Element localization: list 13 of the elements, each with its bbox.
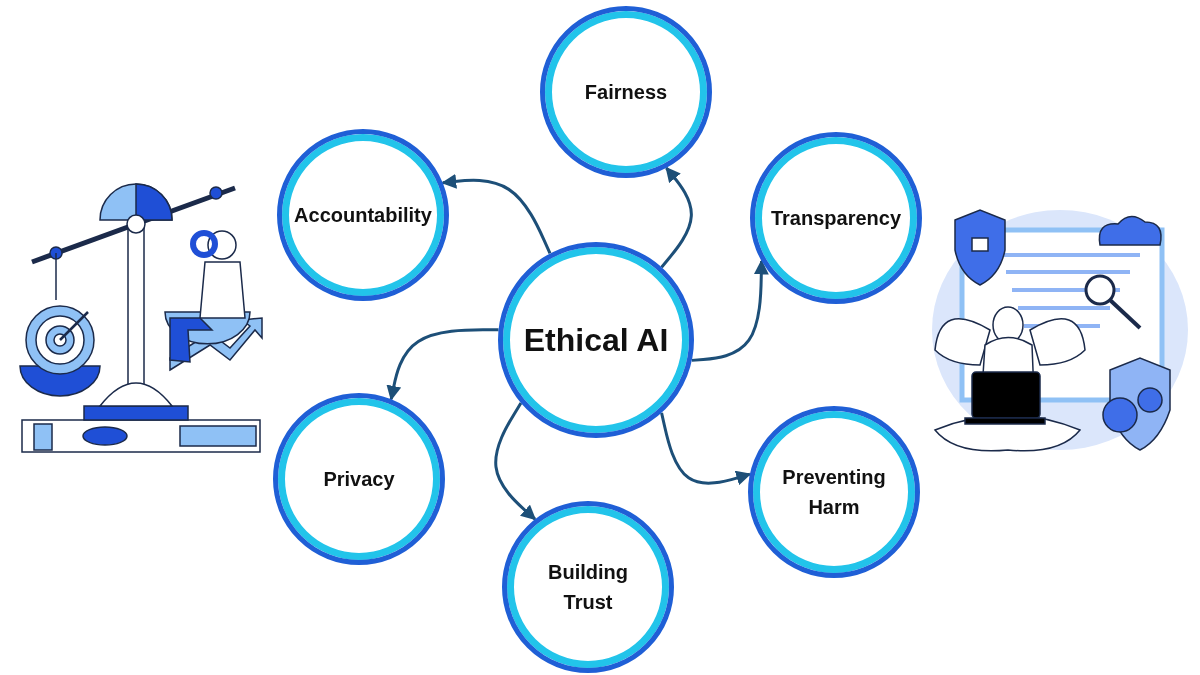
curved-arrow — [660, 166, 693, 269]
curved-arrow — [494, 402, 537, 521]
topic-label: Fairness — [583, 80, 669, 105]
curved-arrow — [386, 328, 499, 401]
curved-arrow — [441, 173, 552, 255]
topic-label: Preventing Harm — [781, 465, 887, 520]
topic-label: Privacy — [322, 467, 396, 492]
central-label: Ethical AI — [522, 321, 670, 360]
curved-arrow — [660, 412, 752, 486]
topic-label: Transparency — [769, 206, 903, 231]
topic-label: Accountability — [293, 203, 433, 228]
topic-label: Building Trust — [547, 560, 629, 615]
curved-arrow — [691, 259, 769, 362]
